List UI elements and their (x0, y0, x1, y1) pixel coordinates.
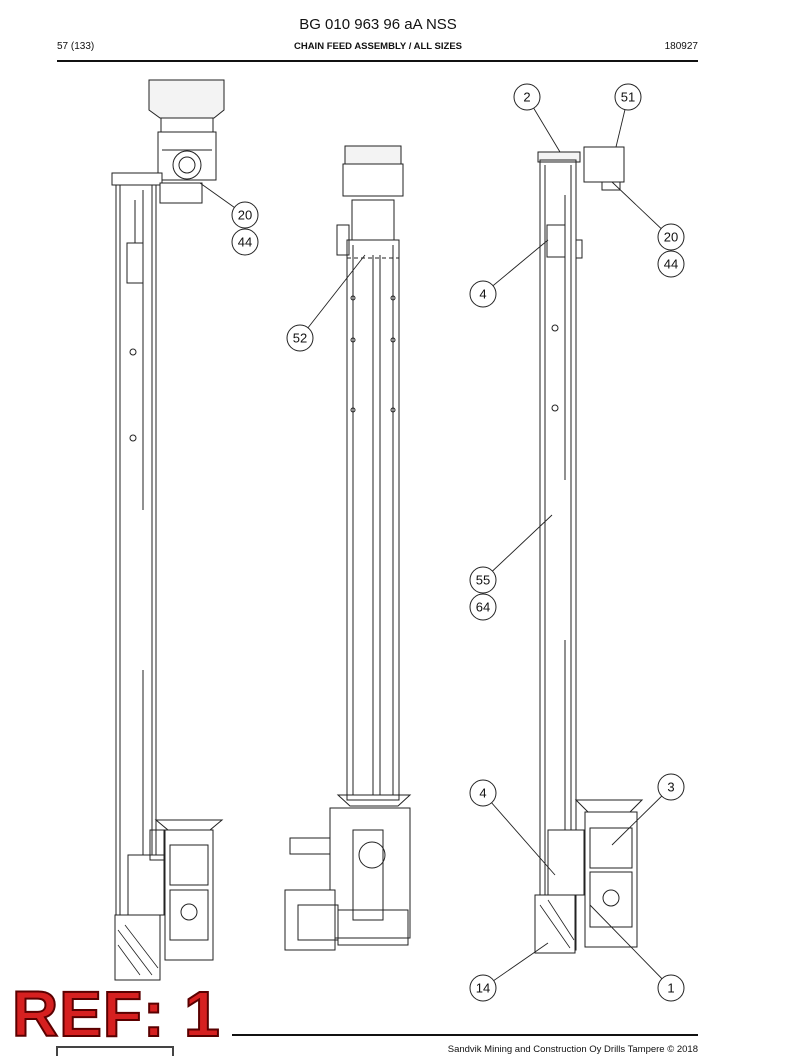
left-view (111, 79, 225, 981)
callout-mid-52 (286, 324, 314, 352)
callout-right-44 (657, 250, 685, 278)
callout-left-44 (231, 228, 259, 256)
callout-label: 51 (621, 90, 635, 105)
callout-3 (657, 773, 685, 801)
motor-flange (160, 117, 214, 133)
callout-51 (614, 83, 642, 111)
gearbox (157, 131, 217, 181)
callout-2 (513, 83, 541, 111)
document-date: 180927 (664, 41, 698, 52)
ref-stamp: REF: 1 (11, 978, 221, 1050)
right-top-plate (537, 151, 581, 163)
callout-label: 14 (476, 981, 490, 996)
header-rule (57, 60, 698, 62)
callout-label: 44 (664, 257, 678, 272)
callout-label: 2 (523, 90, 530, 105)
callout-label: 4 (479, 287, 486, 302)
callout-label: 52 (293, 331, 307, 346)
callouts (231, 83, 685, 1002)
footer-rule (232, 1034, 698, 1036)
callout-label: 55 (476, 573, 490, 588)
company-logo (56, 1046, 174, 1056)
callout-right-20 (657, 223, 685, 251)
document-title: CHAIN FEED ASSEMBLY / ALL SIZES (293, 41, 463, 52)
middle-view (284, 145, 412, 951)
callout-label: 4 (479, 786, 486, 801)
callout-55 (469, 566, 497, 594)
callout-14 (469, 974, 497, 1002)
callout-1 (657, 974, 685, 1002)
callout-64 (469, 593, 497, 621)
callout-label: 1 (667, 981, 674, 996)
mid-beam (346, 239, 400, 801)
bottom-cap-mid (336, 794, 412, 807)
callout-label: 64 (476, 600, 490, 615)
page-number: 57 (133) (57, 41, 95, 52)
mid-top-block (344, 145, 402, 165)
callout-label: 44 (238, 235, 252, 250)
bottom-cap-right (574, 799, 644, 813)
callout-label: 20 (238, 208, 252, 223)
callout-label: 20 (664, 230, 678, 245)
footer-copyright: Sandvik Mining and Construction Oy Drill… (447, 1044, 698, 1055)
right-view (534, 146, 644, 954)
mid-base-frame (284, 889, 336, 951)
document-code: BG 010 963 96 aA NSS (299, 16, 457, 33)
motor-cap (148, 79, 225, 119)
callout-left-20 (231, 201, 259, 229)
callout-right-lower-4 (469, 779, 497, 807)
callout-right-4 (469, 280, 497, 308)
bottom-cap-left (154, 819, 224, 831)
callout-label: 3 (667, 780, 674, 795)
